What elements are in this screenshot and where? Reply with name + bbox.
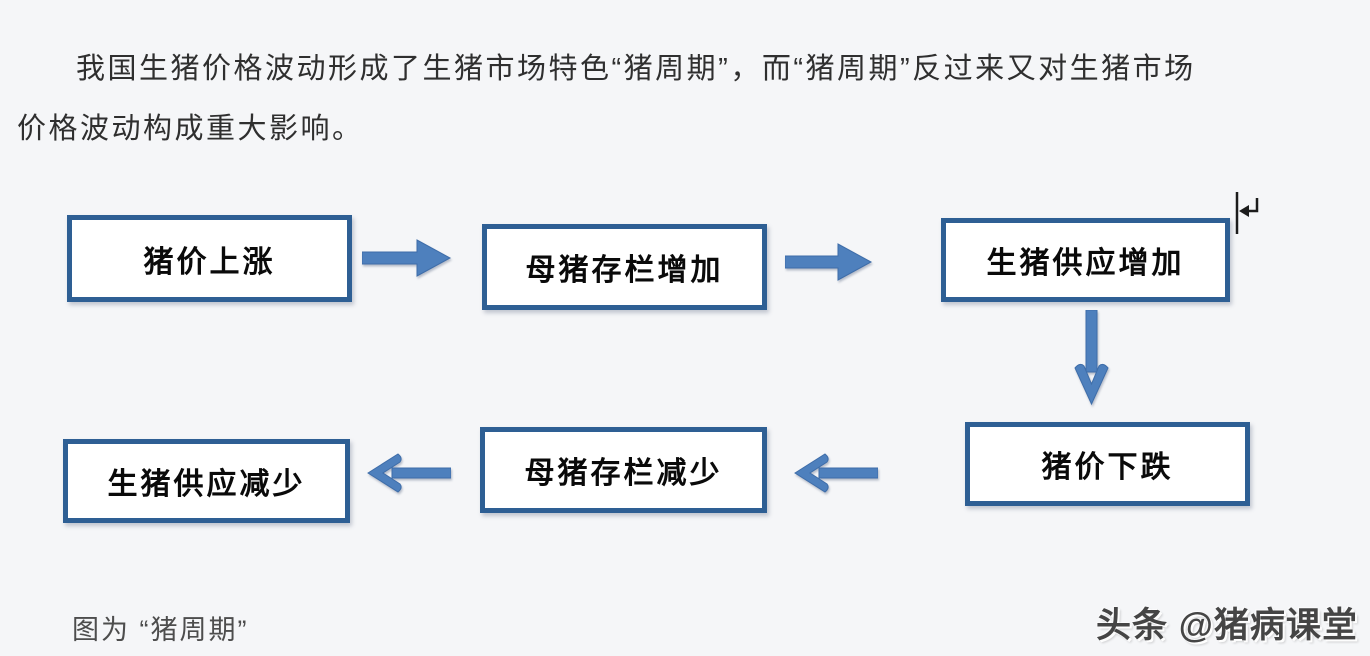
flow-box-sow-inventory-increase: 母猪存栏增加 [482, 224, 767, 310]
flow-box-label: 母猪存栏增加 [525, 254, 724, 287]
right-arrow-icon [362, 236, 452, 280]
figure-caption: 图为 “猪周期” [72, 615, 249, 645]
flow-box-label: 生猪供应减少 [107, 468, 306, 501]
flow-box-label: 猪价上涨 [143, 245, 276, 279]
paragraph-return-cursor-icon [1232, 190, 1262, 241]
flow-box-pig-price-fall: 猪价下跌 [965, 422, 1250, 506]
left-arrow-icon [366, 451, 451, 495]
watermark-toutiao: 头条 @猪病课堂 [1096, 606, 1358, 645]
flow-box-pig-supply-decrease: 生猪供应减少 [63, 439, 350, 523]
flow-box-label: 母猪存栏减少 [524, 457, 723, 490]
down-arrow-icon [1072, 310, 1112, 408]
left-arrow-icon [793, 451, 878, 495]
flow-box-label: 猪价下跌 [1041, 451, 1174, 484]
intro-paragraph-line1: 我国生猪价格波动形成了生猪市场特色“猪周期”，而“猪周期”反过来又对生猪市场 [76, 53, 1196, 85]
flow-box-label: 生猪供应增加 [986, 247, 1185, 280]
flow-box-pig-price-rise: 猪价上涨 [67, 215, 352, 302]
flow-box-pig-supply-increase: 生猪供应增加 [941, 218, 1230, 302]
flow-box-sow-inventory-decrease: 母猪存栏减少 [480, 427, 767, 513]
intro-paragraph-line2: 价格波动构成重大影响。 [17, 113, 364, 145]
right-arrow-icon [785, 240, 873, 284]
